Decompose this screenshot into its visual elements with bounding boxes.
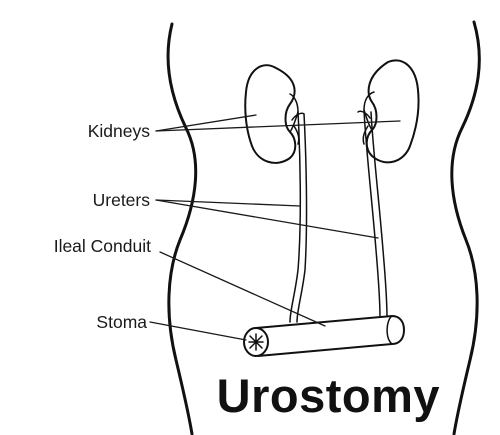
leader-lines — [149, 114, 401, 341]
ureters-leader-left — [155, 199, 301, 207]
stoma-leader — [149, 321, 247, 341]
label-kidneys: Kidneys — [88, 121, 151, 141]
right-ureter — [363, 109, 388, 319]
diagram-title: Urostomy — [217, 369, 440, 422]
ileal-conduit — [255, 315, 405, 357]
label-stoma: Stoma — [96, 312, 147, 332]
label-ureters: Ureters — [93, 190, 151, 210]
label-ileal-conduit: Ileal Conduit — [54, 236, 151, 256]
body-outline-left — [166, 22, 198, 435]
left-ureter — [289, 111, 308, 323]
body-outline-right — [450, 20, 481, 435]
right-kidney — [357, 59, 420, 164]
kidneys-leader-right — [155, 120, 401, 132]
left-kidney — [244, 64, 305, 164]
ileal-conduit-leader — [159, 251, 326, 327]
ureters-leader-right — [155, 199, 379, 239]
kidneys-leader-left — [155, 114, 257, 132]
stoma — [243, 327, 269, 357]
